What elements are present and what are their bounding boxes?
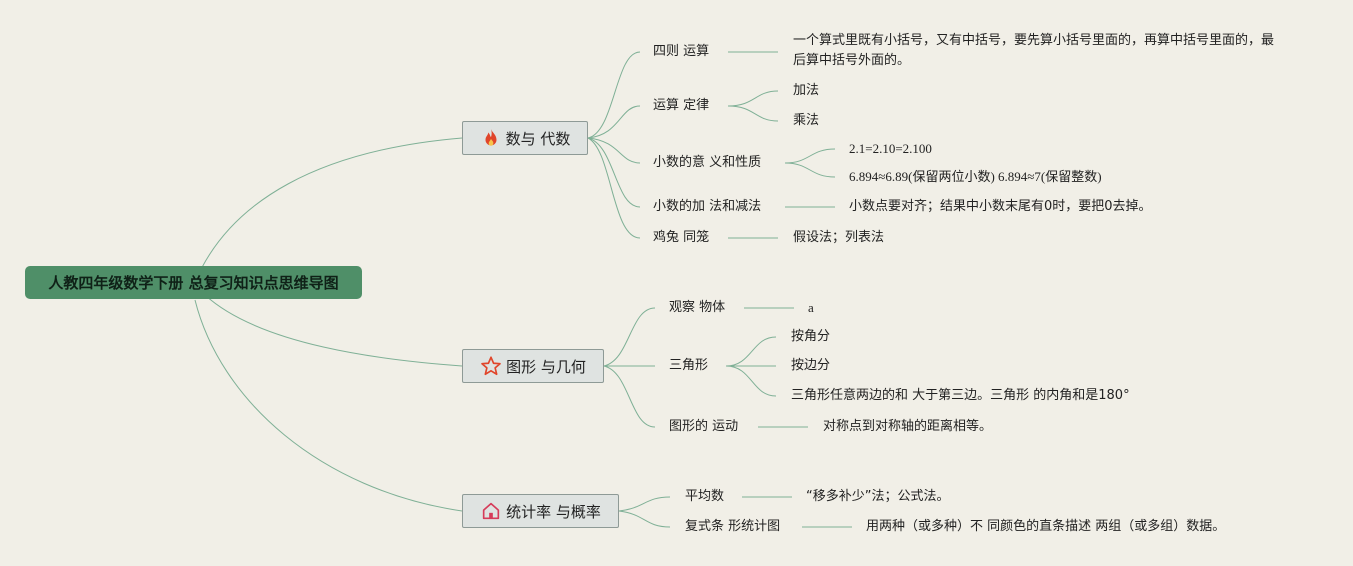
detail-chicken-rabbit[interactable]: 假设法；列表法 bbox=[793, 230, 885, 245]
branch-shape-geometry[interactable]: 图形 与几何 bbox=[462, 349, 604, 383]
detail-multiplication[interactable]: 乘法 bbox=[793, 113, 820, 128]
detail-observe-objects[interactable]: a bbox=[808, 300, 814, 315]
root-topic[interactable]: 人教四年级数学下册 总复习知识点思维导图 bbox=[25, 266, 362, 299]
detail-average[interactable]: “移多补少”法；公式法。 bbox=[806, 489, 950, 504]
branch-label: 数与 代数 bbox=[505, 129, 571, 148]
detail-compound-bar-chart[interactable]: 用两种（或多种）不 同颜色的直条描述 两组（或多组）数据。 bbox=[866, 519, 1226, 534]
topic-average[interactable]: 平均数 bbox=[685, 489, 725, 504]
branch-statistics-probability[interactable]: 统计率 与概率 bbox=[462, 494, 619, 528]
topic-triangle[interactable]: 三角形 bbox=[669, 358, 709, 373]
topic-decimal-add-subtract[interactable]: 小数的加 法和减法 bbox=[653, 199, 762, 214]
fire-icon bbox=[480, 127, 502, 149]
topic-decimal-meaning[interactable]: 小数的意 义和性质 bbox=[653, 155, 762, 170]
detail-decimal-add-subtract[interactable]: 小数点要对齐；结果中小数末尾有0时，要把0去掉。 bbox=[849, 199, 1152, 214]
branch-label: 图形 与几何 bbox=[506, 357, 586, 376]
detail-four-operations[interactable]: 一个算式里既有小括号，又有中括号，要先算小括号里面的，再算中括号里面的，最后算中… bbox=[793, 33, 1275, 68]
home-icon bbox=[480, 500, 502, 522]
topic-chicken-rabbit[interactable]: 鸡兔 同笼 bbox=[653, 230, 710, 245]
topic-four-operations[interactable]: 四则 运算 bbox=[653, 44, 710, 59]
star-icon bbox=[480, 355, 502, 377]
topic-shape-motion[interactable]: 图形的 运动 bbox=[669, 419, 739, 434]
detail-by-side[interactable]: 按边分 bbox=[791, 358, 831, 373]
detail-decimal-rounding[interactable]: 6.894≈6.89(保留两位小数) 6.894≈7(保留整数) bbox=[849, 169, 1102, 184]
topic-operation-laws[interactable]: 运算 定律 bbox=[653, 98, 710, 113]
detail-by-angle[interactable]: 按角分 bbox=[791, 329, 831, 344]
detail-triangle-rules[interactable]: 三角形任意两边的和 大于第三边。三角形 的内角和是180° bbox=[791, 388, 1130, 403]
topic-observe-objects[interactable]: 观察 物体 bbox=[669, 300, 726, 315]
detail-addition[interactable]: 加法 bbox=[793, 83, 820, 98]
detail-decimal-equal[interactable]: 2.1=2.10=2.100 bbox=[849, 141, 932, 156]
detail-shape-motion[interactable]: 对称点到对称轴的距离相等。 bbox=[823, 419, 993, 434]
topic-compound-bar-chart[interactable]: 复式条 形统计图 bbox=[685, 519, 781, 534]
branch-label: 统计率 与概率 bbox=[506, 502, 601, 521]
branch-number-algebra[interactable]: 数与 代数 bbox=[462, 121, 588, 155]
